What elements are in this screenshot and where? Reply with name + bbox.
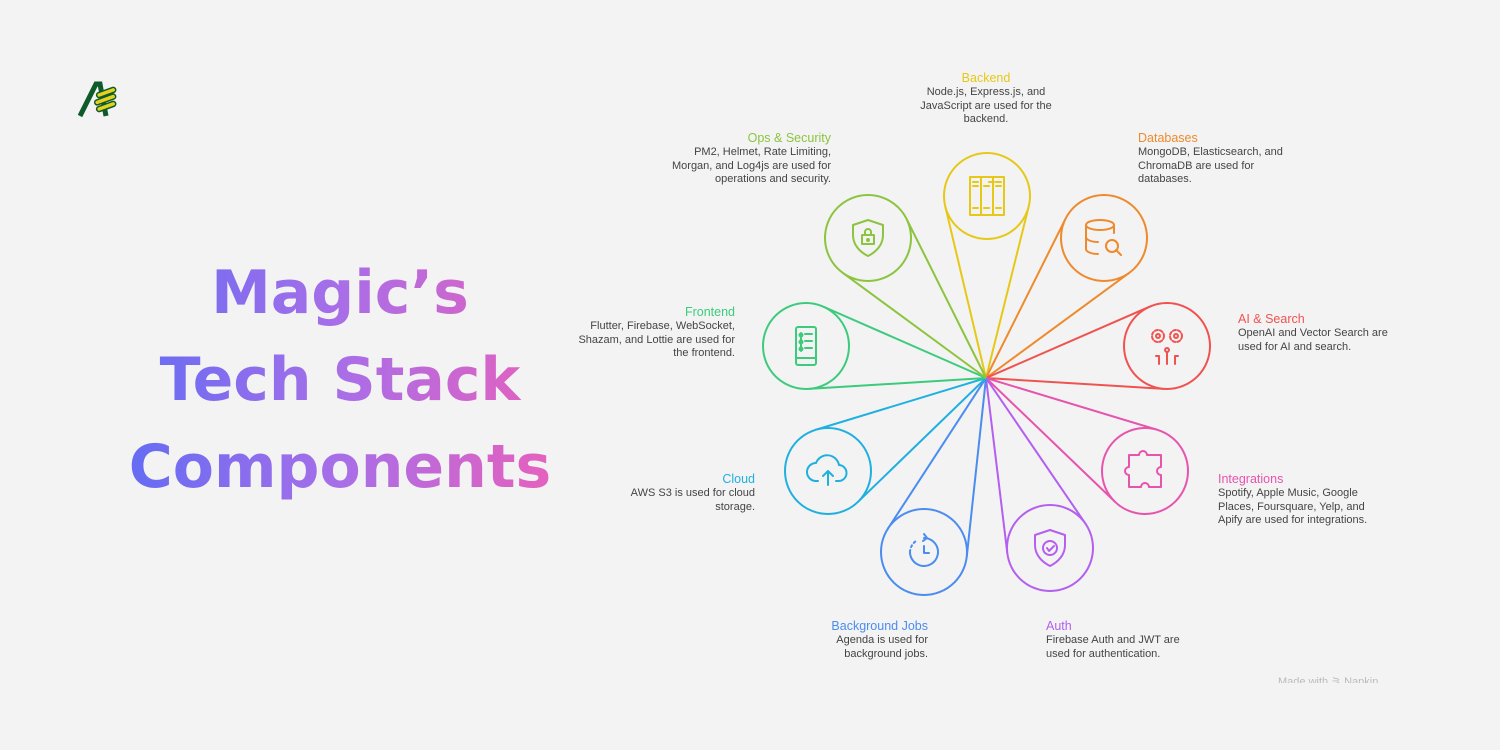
connector-line [841, 271, 987, 379]
database-search-icon [1085, 219, 1122, 256]
node-circle [1101, 427, 1189, 515]
connector-line [808, 377, 987, 390]
connector-line [815, 377, 987, 431]
label-text: PM2, Helmet, Rate Limiting, Morgan, and … [672, 146, 831, 185]
node-integrations [985, 377, 1189, 515]
connector-line [822, 305, 987, 379]
connector-line [857, 377, 987, 503]
connector-line [985, 218, 1067, 379]
gears-circuit-icon [1151, 329, 1183, 365]
connector-line [985, 377, 1087, 525]
connector-line [985, 271, 1131, 379]
node-backend [943, 152, 1031, 379]
page-title: Magic’s Tech Stack Components [100, 250, 580, 511]
connector-line [905, 218, 987, 379]
label-text: Node.js, Express.js, and JavaScript are … [920, 86, 1052, 125]
label-title: AI & Search [1238, 312, 1305, 326]
label-title: Auth [1046, 619, 1072, 633]
label-title: Cloud [722, 472, 755, 486]
title-line: Tech Stack [100, 337, 580, 424]
connector-line [985, 377, 1009, 554]
puzzle-icon [1124, 450, 1162, 488]
server-rack-icon [969, 176, 1005, 216]
node-circle [1123, 302, 1211, 390]
connector-line [985, 377, 1116, 503]
connector-line [985, 377, 1158, 431]
connector-line [944, 205, 987, 379]
node-circle [1060, 194, 1148, 282]
node-circle [1006, 504, 1094, 592]
label-text: AWS S3 is used for cloud storage. [630, 487, 755, 513]
connector-line [965, 377, 987, 557]
label-text: Flutter, Firebase, WebSocket, Shazam, an… [578, 320, 735, 359]
clock-rotate-icon [909, 533, 939, 567]
connector-line [887, 377, 987, 530]
label-title: Integrations [1218, 472, 1284, 486]
connector-line [985, 377, 1165, 390]
node-frontend [762, 302, 987, 390]
shield-lock-icon [852, 219, 884, 257]
label-text: MongoDB, Elasticsearch, and ChromaDB are… [1138, 146, 1283, 185]
label-title: Frontend [684, 305, 735, 319]
node-circle [943, 152, 1031, 240]
watermark: Made with ⚞ Napkin [1278, 676, 1379, 683]
mobile-list-icon [795, 326, 817, 366]
logo-icon [78, 81, 117, 118]
node-ops [824, 194, 987, 379]
shield-check-icon [1034, 529, 1066, 567]
label-text: Firebase Auth and JWT are used for authe… [1046, 634, 1180, 660]
cloud-upload-icon [806, 454, 848, 486]
title-line: Magic’s [100, 250, 580, 337]
label-text: Agenda is used for background jobs. [836, 634, 928, 660]
node-auth [985, 377, 1094, 592]
label-title: Databases [1138, 131, 1198, 145]
label-title: Background Jobs [831, 619, 928, 633]
node-ai [985, 302, 1211, 390]
label-title: Backend [961, 71, 1011, 85]
title-line: Components [100, 424, 580, 511]
label-text: OpenAI and Vector Search are used for AI… [1238, 327, 1388, 353]
connector-line [985, 206, 1030, 379]
label-text: Spotify, Apple Music, Google Places, Fou… [1218, 487, 1368, 526]
connector-line [985, 305, 1151, 379]
node-jobs [880, 377, 987, 596]
node-circle [762, 302, 850, 390]
label-title: Ops & Security [747, 131, 831, 145]
node-cloud [784, 377, 987, 515]
node-circle [824, 194, 912, 282]
node-databases [985, 194, 1148, 379]
